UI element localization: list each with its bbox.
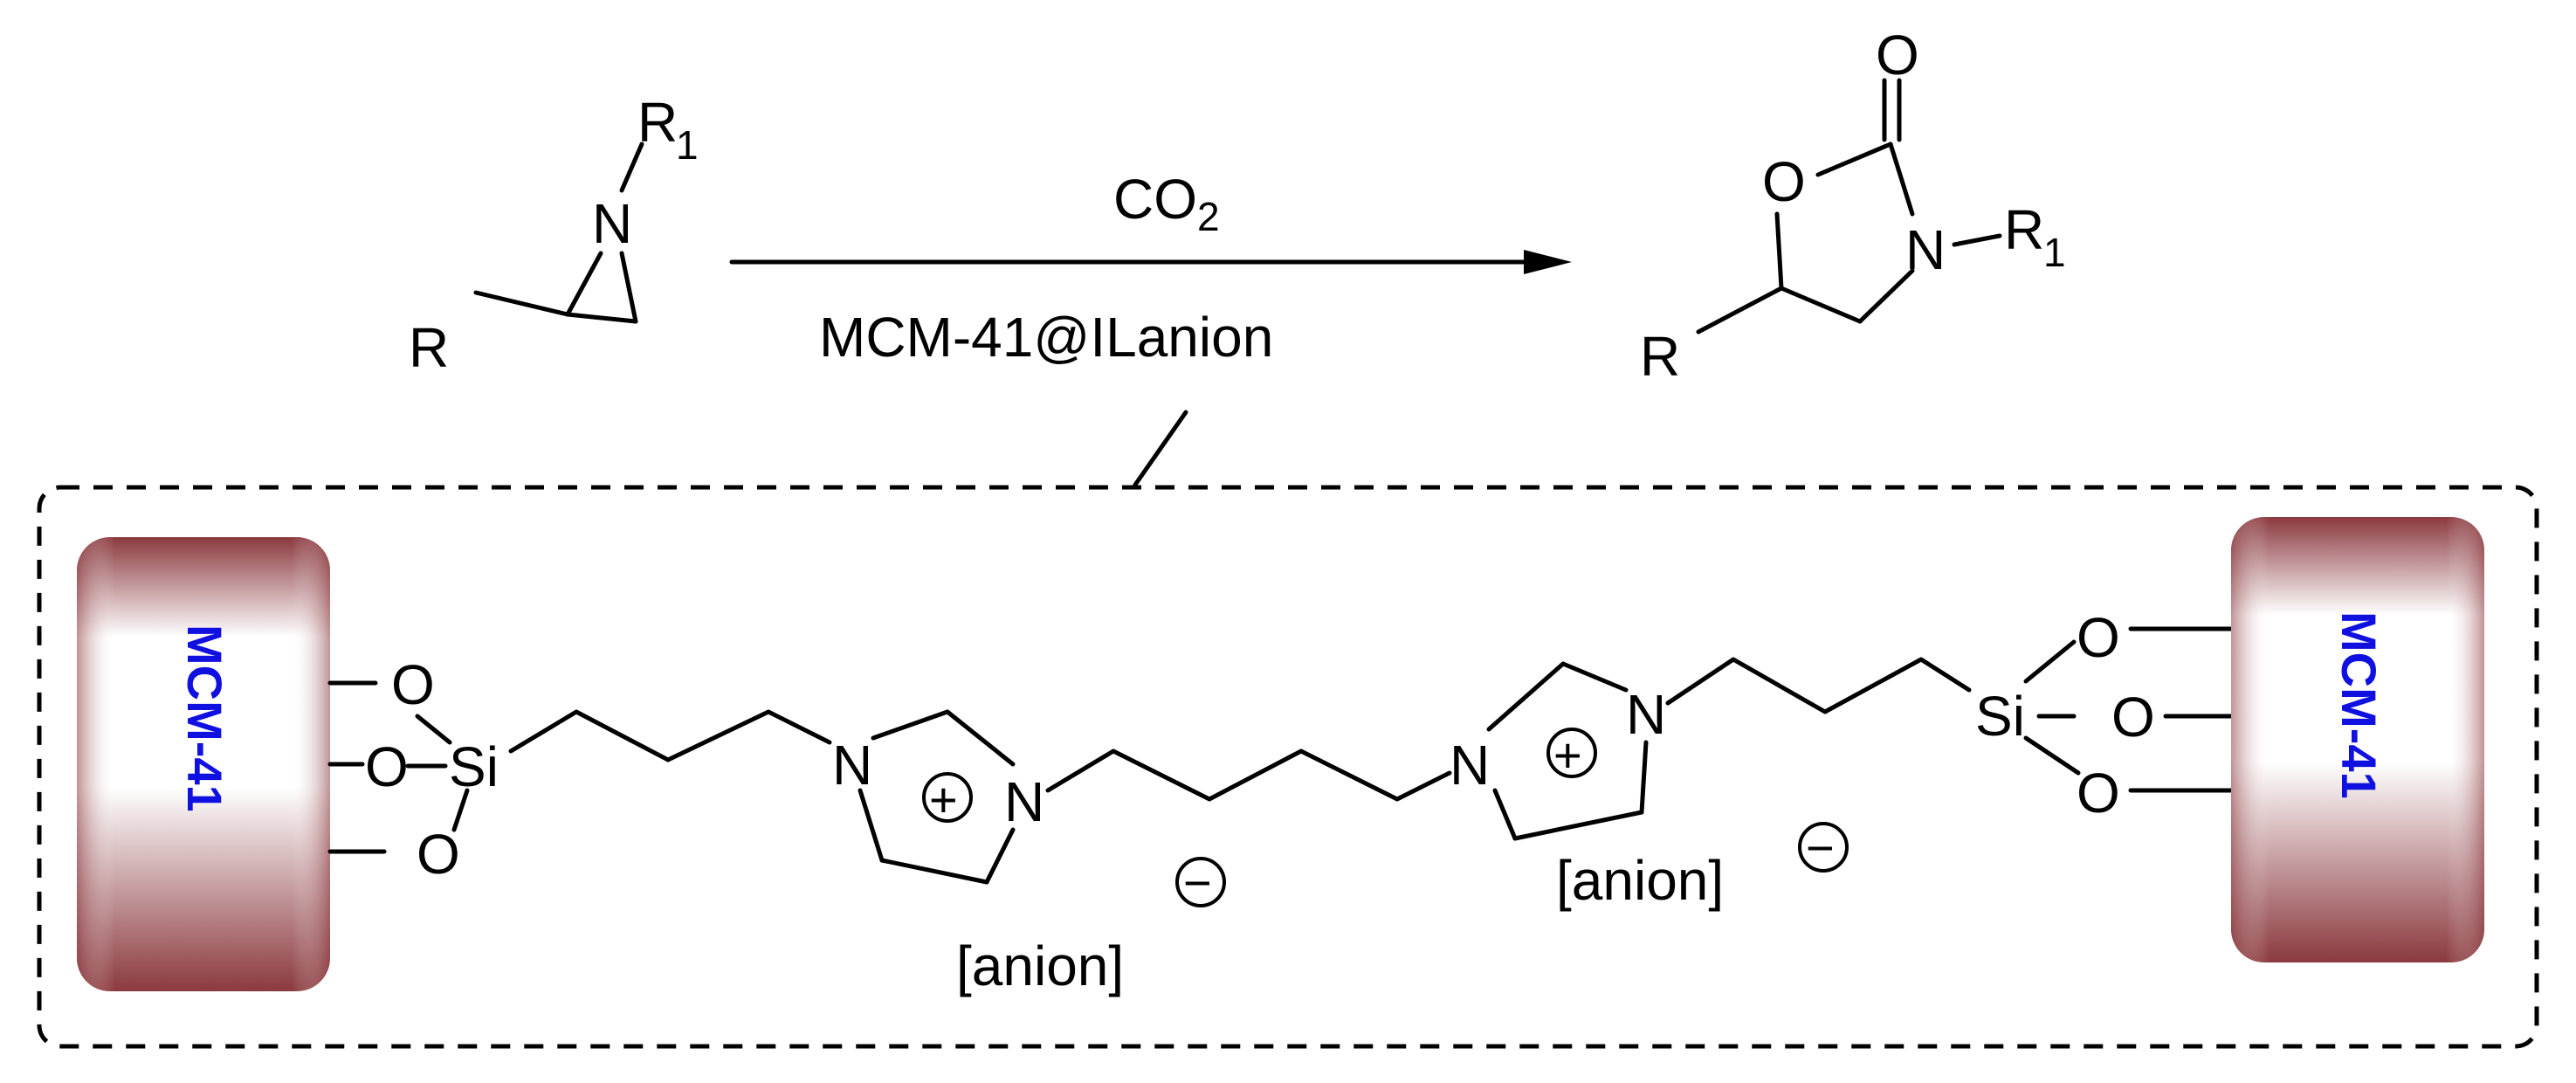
bond [858, 788, 885, 863]
anion-label-2: [anion] [1556, 849, 1724, 912]
left-siloxane-linker: O O O Si [327, 653, 832, 886]
right-o-middle: O [2111, 686, 2155, 748]
bond [1512, 810, 1644, 841]
bond [451, 788, 470, 832]
right-propyl-chain [1665, 657, 1972, 714]
positive-charge-icon [922, 772, 973, 823]
bond [1492, 788, 1518, 841]
bond [1486, 661, 1566, 732]
support-block-shade [2231, 517, 2484, 962]
bond [2023, 735, 2081, 776]
bond [1779, 286, 1863, 324]
bond [2023, 639, 2077, 684]
left-si-atom: Si [449, 735, 499, 798]
catalyst-pointer-line [1133, 410, 1188, 487]
anion-2-charge: − [1806, 820, 1835, 875]
imidazolium-cation-2: N N + [anion] − [1450, 661, 1849, 912]
imid2-n1: N [1450, 734, 1490, 797]
positive-charge-icon [1546, 728, 1597, 778]
imid1-n1: N [832, 734, 872, 797]
bond [1888, 141, 1915, 217]
right-o-top: O [2077, 606, 2120, 669]
left-o-middle: O [365, 735, 409, 798]
bond [1639, 740, 1649, 815]
reaction-arrow [729, 250, 1572, 274]
bond [945, 709, 1016, 767]
bond [1696, 286, 1784, 335]
condition-catalyst: MCM-41@ILanion [819, 306, 1273, 369]
bond [1952, 233, 2002, 247]
right-siloxane-linker: Si O O O [1665, 606, 2234, 824]
left-o-top: O [391, 653, 435, 716]
mcm41-label-right: MCM-41 [2331, 611, 2387, 799]
product-ring-o: O [1762, 150, 1806, 213]
condition-co2: CO2 [1113, 168, 1220, 239]
bond [565, 251, 603, 317]
bond [1815, 141, 1893, 177]
imid1-charge: + [929, 772, 958, 827]
imid1-n3: N [1004, 770, 1044, 833]
mcm41-support-left: MCM-41 [77, 537, 330, 991]
left-propyl-chain [508, 709, 832, 762]
arrow-head [1524, 250, 1572, 274]
product-n-atom: N [1905, 218, 1946, 281]
reactant-r1-subscript: 1 [676, 122, 699, 168]
reactant-n-atom: N [592, 192, 632, 255]
left-o-bottom: O [417, 823, 460, 886]
bond [1857, 268, 1915, 324]
right-o-bottom: O [2077, 762, 2120, 824]
bond [879, 858, 989, 885]
bond [1774, 211, 1784, 291]
product-carbonyl-o: O [1876, 24, 1919, 86]
bond [415, 714, 452, 745]
bond [1560, 661, 1629, 693]
anion-1-charge: − [1183, 855, 1212, 910]
negative-charge-icon [1175, 857, 1226, 907]
butyl-bridge-chain [1045, 748, 1452, 802]
mcm41-support-right: MCM-41 [2231, 517, 2484, 962]
aziridine-reactant: N R 1 R [409, 91, 699, 379]
support-block-shade [77, 537, 330, 991]
reactant-r-label: R [409, 316, 449, 379]
bond [473, 290, 570, 317]
catalyst-structure-box [37, 485, 2539, 1049]
bond [871, 709, 950, 741]
imid2-n3: N [1626, 683, 1666, 746]
imidazolium-cation-1: N N + [anion] − [832, 709, 1226, 997]
bond [565, 312, 638, 324]
product-r-label: R [1640, 325, 1680, 388]
product-r1-subscript: 1 [2043, 230, 2066, 275]
oxazolidinone-product: O O N R 1 R [1640, 24, 2066, 388]
bond [984, 827, 1016, 885]
reactant-r1-label: R [637, 91, 678, 154]
mcm41-label-left: MCM-41 [177, 624, 232, 812]
negative-charge-icon [1798, 822, 1849, 873]
product-r1-label: R [2004, 198, 2044, 261]
anion-label-1: [anion] [956, 935, 1124, 997]
right-si-atom: Si [1975, 685, 2025, 748]
imid2-charge: + [1553, 728, 1582, 783]
bond [619, 141, 644, 193]
bond [619, 251, 638, 324]
